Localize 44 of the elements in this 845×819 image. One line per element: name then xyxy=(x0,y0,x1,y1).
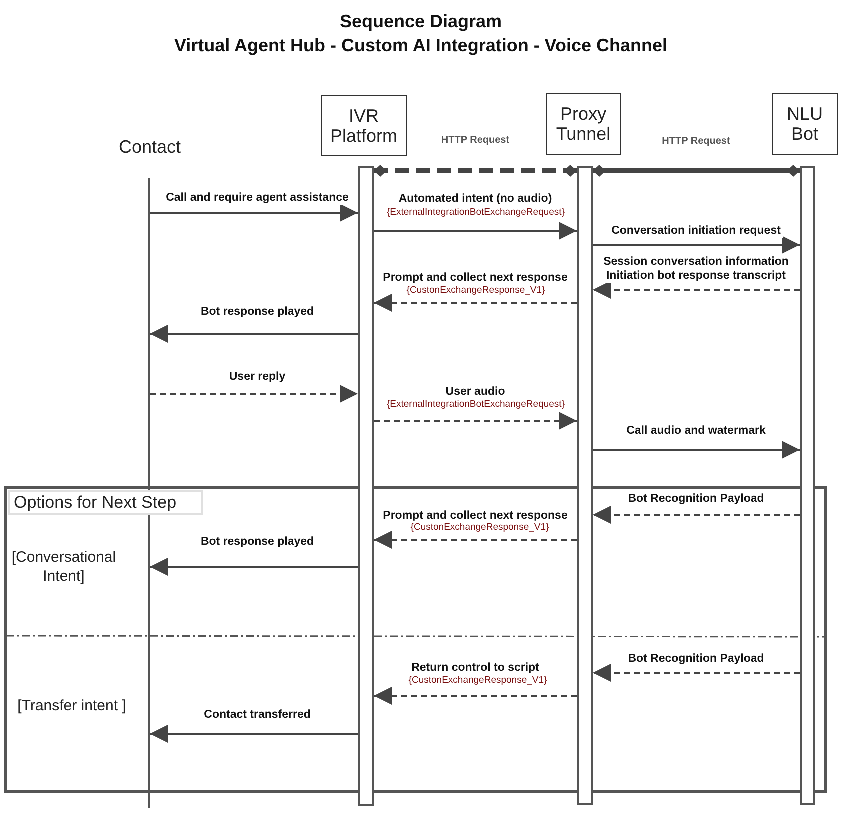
participant-box xyxy=(772,93,838,155)
edge-label: Automated intent (no audio) xyxy=(396,192,554,206)
edge-label: Bot response played xyxy=(198,535,316,549)
message-arrow xyxy=(374,222,577,240)
edge-label: Conversation initiation request xyxy=(610,224,783,238)
message-arrow xyxy=(593,664,800,682)
message-arrow xyxy=(374,412,577,430)
participant-name: IVR Platform xyxy=(329,106,399,146)
diagram-subtitle: Virtual Agent Hub - Custom AI Integration - Voice Channel xyxy=(174,34,668,58)
edge-label: Return control to script xyxy=(410,661,542,675)
message-arrow xyxy=(593,281,800,299)
activation-bar xyxy=(800,166,815,805)
participant-box xyxy=(546,93,621,155)
frame-title: Options for Next Step xyxy=(13,492,178,512)
message-arrow xyxy=(374,294,577,312)
activation-bar xyxy=(577,166,593,805)
message-arrow xyxy=(150,204,358,222)
message-arrow xyxy=(593,236,800,254)
message-arrow xyxy=(374,687,577,705)
edge-label: Bot Recognition Payload xyxy=(626,652,766,666)
participant-name: NLU Bot xyxy=(786,104,824,144)
guard-condition: [Transfer intent ] xyxy=(16,696,128,716)
edge-label: Call and require agent assistance xyxy=(164,191,351,205)
message-arrow xyxy=(374,531,577,549)
edge-label: HTTP Request xyxy=(439,134,512,148)
participant-name: Proxy Tunnel xyxy=(555,104,612,144)
edge-label: HTTP Request xyxy=(660,135,732,149)
message-arrow xyxy=(150,385,358,403)
edge-label: User reply xyxy=(227,370,288,384)
fragment-label-tab xyxy=(8,490,203,515)
message-arrow xyxy=(150,325,358,343)
message-arrow xyxy=(593,506,800,524)
activation-bar xyxy=(358,166,374,806)
diagram-title: Sequence Diagram xyxy=(340,10,502,34)
message-arrow xyxy=(593,441,800,459)
edge-label: Bot response played xyxy=(198,305,316,319)
lifeline xyxy=(148,178,150,808)
message-arrow xyxy=(150,558,358,576)
participant-box xyxy=(321,95,407,156)
guard-condition: [Conversational Intent] xyxy=(10,548,118,586)
participant-name: Contact xyxy=(118,137,182,157)
message-arrow xyxy=(150,725,358,743)
edge-label: Bot Recognition Payload xyxy=(626,492,766,506)
edge-label: Prompt and collect next response xyxy=(381,271,570,285)
